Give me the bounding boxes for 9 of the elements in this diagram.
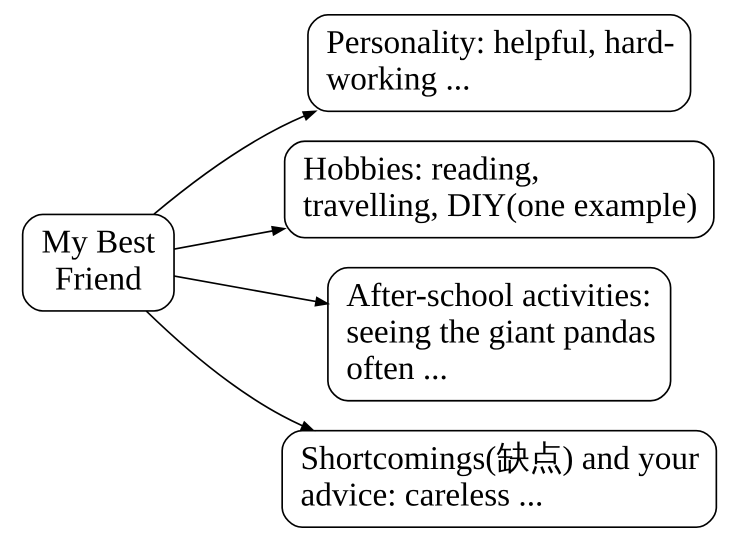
arrow xyxy=(174,226,287,250)
node-box: Shortcomings(缺点) and your advice: careless ... xyxy=(281,430,718,528)
arrow xyxy=(146,310,316,432)
arrow xyxy=(153,110,318,215)
node-box: Hobbies: reading, travelling, DIY(one example) xyxy=(284,140,715,239)
node-box: My Best Friend xyxy=(22,214,175,312)
node-box: After-school activities: seeing the giant pandas often ... xyxy=(327,266,672,402)
node-box: Personality: helpful, hard-working ... xyxy=(307,14,692,112)
arrow xyxy=(174,275,330,307)
